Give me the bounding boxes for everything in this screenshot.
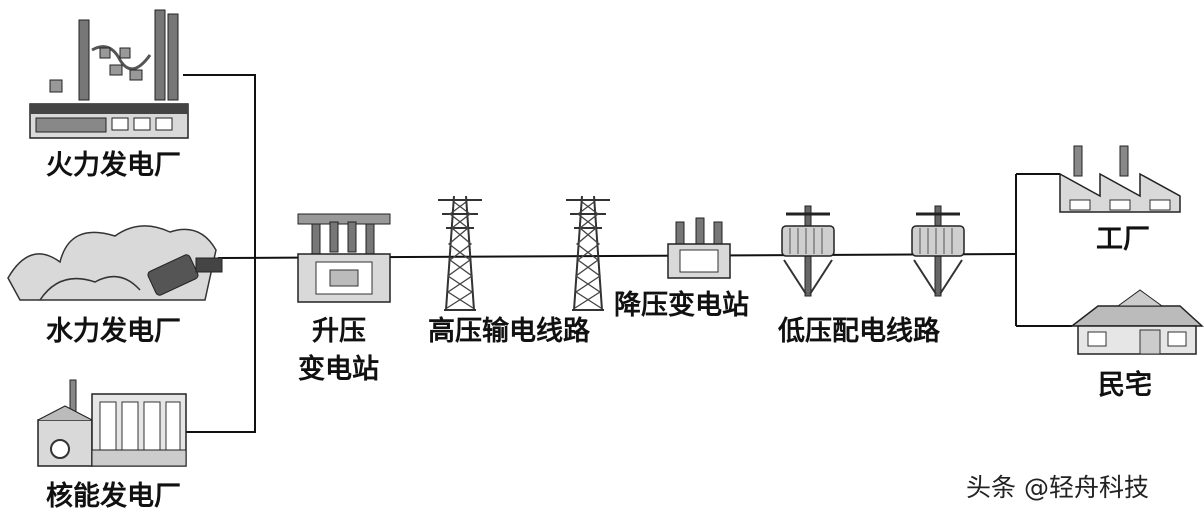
step-up-transformer-icon bbox=[297, 213, 391, 303]
residence-label: 民宅 bbox=[1098, 370, 1152, 401]
step-down-transformer-icon bbox=[667, 217, 731, 279]
lv-pole-1 bbox=[780, 204, 836, 298]
step-up-label-line2: 变电站 bbox=[298, 354, 379, 385]
thermal-plant-icon bbox=[29, 9, 189, 139]
hydro-plant-icon bbox=[7, 225, 223, 301]
house-icon bbox=[1069, 289, 1204, 355]
hv-line-label: 高压输电线路 bbox=[428, 316, 590, 347]
hv-pylon-1 bbox=[437, 195, 483, 311]
hv-pylon-2 bbox=[565, 195, 611, 311]
factory-icon bbox=[1059, 145, 1181, 213]
lv-pole-2 bbox=[910, 204, 966, 298]
nuclear-plant-label: 核能发电厂 bbox=[46, 481, 181, 512]
hydro-plant-label: 水力发电厂 bbox=[46, 316, 181, 347]
watermark: 头条 @轻舟科技 bbox=[966, 473, 1149, 502]
step-down-label: 降压变电站 bbox=[614, 290, 749, 321]
factory-label: 工厂 bbox=[1096, 224, 1150, 255]
lv-line-label: 低压配电线路 bbox=[778, 316, 940, 347]
step-up-label-line1: 升压 bbox=[312, 316, 366, 347]
thermal-plant-label: 火力发电厂 bbox=[46, 150, 181, 181]
nuclear-plant-icon bbox=[37, 379, 187, 467]
